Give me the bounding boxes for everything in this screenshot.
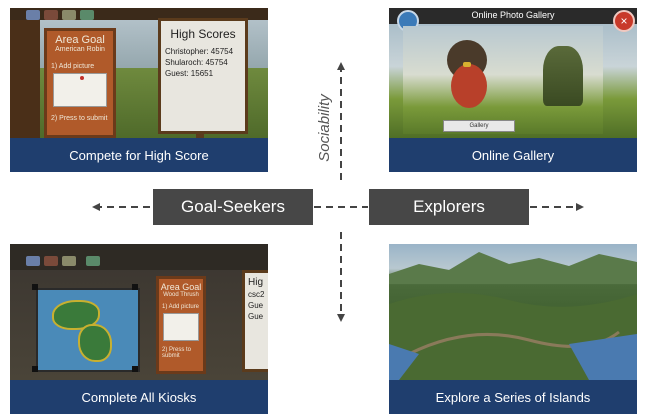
- area-goal-sign: Area Goal Wood Thrush 1) Add picture 2) …: [156, 276, 206, 374]
- album-icon[interactable]: [62, 10, 76, 20]
- island-2: [78, 324, 112, 362]
- gallery-title: Online Photo Gallery: [471, 10, 555, 20]
- panel-online-gallery: Online Photo Gallery × Gallery Online Ga…: [389, 8, 637, 172]
- picture-slot[interactable]: [53, 73, 107, 107]
- area-goal-subtitle: American Robin: [55, 46, 105, 53]
- water: [389, 344, 419, 380]
- add-picture-label: 1) Add picture: [51, 63, 95, 70]
- area-goal-title: Area Goal: [55, 34, 105, 46]
- panel-scene: Area Goal Wood Thrush 1) Add picture 2) …: [10, 244, 268, 380]
- settings-icon[interactable]: [86, 256, 100, 266]
- side-sign-line: Gue: [248, 301, 264, 310]
- tree: [543, 46, 583, 106]
- score-row: Guest: 15651: [165, 69, 214, 78]
- explorers-label: Explorers: [369, 189, 529, 225]
- goal-seekers-label: Goal-Seekers: [153, 189, 313, 225]
- film-icon[interactable]: [44, 256, 58, 266]
- side-sign-line: Gue: [248, 312, 264, 321]
- caption-explore-islands: Explore a Series of Islands: [389, 380, 637, 414]
- album-icon[interactable]: [62, 256, 76, 266]
- gallery-titlebar: [389, 8, 637, 24]
- area-goal-sign: Area Goal American Robin 1) Add picture …: [44, 28, 116, 138]
- camera-icon[interactable]: [26, 10, 40, 20]
- gallery-button[interactable]: Gallery: [443, 120, 515, 132]
- side-sign-line: csc2: [248, 290, 265, 299]
- area-goal-subtitle: Wood Thrush: [163, 292, 199, 298]
- close-icon[interactable]: ×: [613, 10, 635, 32]
- side-sign-line: Hig: [248, 277, 264, 288]
- press-submit-label[interactable]: 2) Press to submit: [162, 347, 192, 359]
- island-map[interactable]: [36, 288, 140, 372]
- caption-compete-high-score: Compete for High Score: [10, 138, 268, 172]
- mountain-ridge: [389, 252, 637, 284]
- high-scores-sign: High Scores Christopher: 45754 Shularoch…: [158, 18, 248, 134]
- press-submit-label[interactable]: 2) Press to submit: [51, 115, 108, 122]
- wood-post: [10, 8, 40, 138]
- gallery-photo: [403, 26, 603, 134]
- pin-icon: [80, 76, 84, 80]
- score-row: Shularoch: 45754: [165, 58, 228, 67]
- camera-icon[interactable]: [26, 256, 40, 266]
- panel-complete-kiosks: Area Goal Wood Thrush 1) Add picture 2) …: [10, 244, 268, 414]
- bird-beak: [463, 62, 471, 67]
- sign-post: [196, 132, 204, 138]
- panel-compete-high-score: Area Goal American Robin 1) Add picture …: [10, 8, 268, 172]
- high-scores-sign: Hig csc2 Gue Gue: [242, 270, 268, 372]
- high-scores-title: High Scores: [170, 27, 236, 41]
- caption-complete-kiosks: Complete All Kiosks: [10, 380, 268, 414]
- score-row: Christopher: 45754: [165, 47, 234, 56]
- panel-scene: Area Goal American Robin 1) Add picture …: [10, 8, 268, 138]
- settings-icon[interactable]: [80, 10, 94, 20]
- panel-explore-islands: Explore a Series of Islands: [389, 244, 637, 414]
- area-goal-title: Area Goal: [160, 282, 202, 292]
- sociability-label: Sociability: [316, 94, 333, 162]
- add-picture-label: 1) Add picture: [162, 304, 200, 310]
- map-corner-handle[interactable]: [32, 366, 38, 372]
- panel-scene: [389, 244, 637, 380]
- picture-slot[interactable]: [163, 313, 199, 341]
- water: [569, 334, 637, 380]
- map-corner-handle[interactable]: [132, 366, 138, 372]
- bird-breast: [451, 64, 487, 108]
- map-corner-handle[interactable]: [132, 284, 138, 290]
- panel-scene: Online Photo Gallery × Gallery: [389, 8, 637, 138]
- map-corner-handle[interactable]: [32, 284, 38, 290]
- film-icon[interactable]: [44, 10, 58, 20]
- caption-online-gallery: Online Gallery: [389, 138, 637, 172]
- island-landscape: [389, 252, 637, 380]
